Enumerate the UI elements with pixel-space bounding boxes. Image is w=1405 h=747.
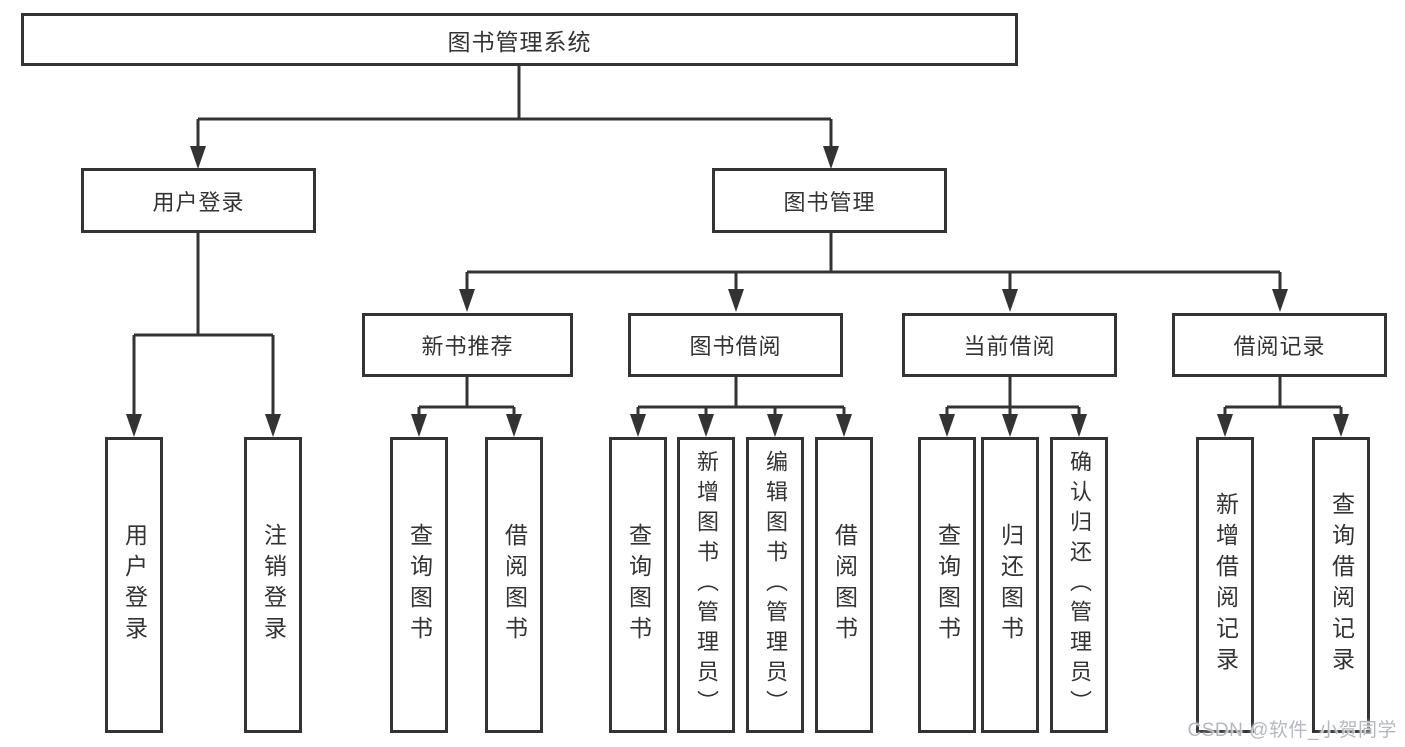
leaf-logout-login: 注销登录 [244, 437, 302, 733]
arrowhead-icons [126, 146, 1349, 437]
leaf-borrowing-edit-books-admin: 编辑图书（管理员） [746, 437, 804, 733]
node-borrowing-records: 借阅记录 [1172, 313, 1387, 377]
node-user-login: 用户登录 [81, 168, 316, 233]
leaf-current-confirm-return-admin: 确认归还（管理员） [1050, 437, 1108, 733]
leaf-borrowing-query-books: 查询图书 [609, 437, 667, 733]
leaf-records-query-borrow-record: 查询借阅记录 [1312, 437, 1370, 733]
node-new-book-recommendation: 新书推荐 [362, 313, 573, 377]
leaf-user-login: 用户登录 [105, 437, 163, 733]
node-book-borrowing: 图书借阅 [628, 313, 843, 377]
leaf-recommend-query-books: 查询图书 [390, 437, 448, 733]
node-current-borrowing: 当前借阅 [902, 313, 1117, 377]
node-book-management: 图书管理 [712, 168, 947, 233]
leaf-records-add-borrow-record: 新增借阅记录 [1196, 437, 1254, 733]
node-library-management-system: 图书管理系统 [21, 13, 1018, 66]
leaf-recommend-borrow-books: 借阅图书 [485, 437, 543, 733]
leaf-current-query-books: 查询图书 [918, 437, 976, 733]
leaf-borrowing-add-books-admin: 新增图书（管理员） [677, 437, 735, 733]
csdn-watermark: CSDN @软件_小贺同学 [1187, 720, 1397, 741]
connector-line-paths [132, 66, 1343, 417]
leaf-borrowing-borrow-books: 借阅图书 [815, 437, 873, 733]
leaf-current-return-books: 归还图书 [981, 437, 1039, 733]
